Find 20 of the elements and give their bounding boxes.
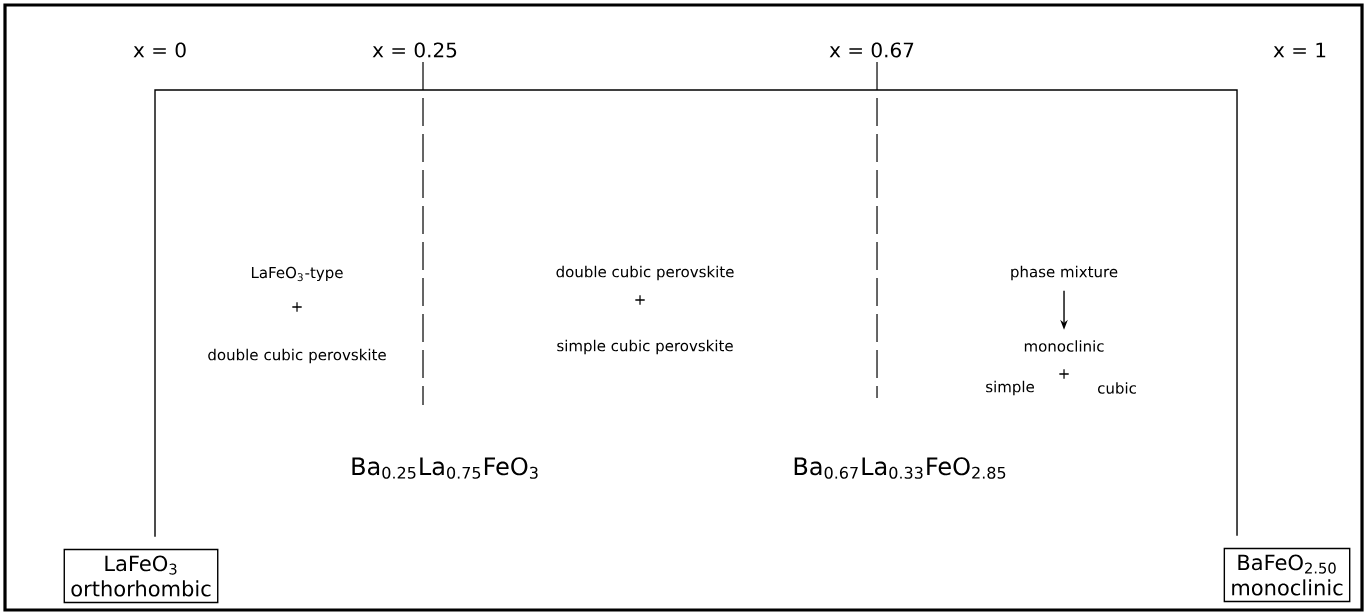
plus-sign: + <box>1059 369 1069 379</box>
phase-box: LaFeO$_{3}$ orthorhombic <box>63 548 219 604</box>
phase-label: double cubic perovskite <box>208 348 386 364</box>
plus-sign: + <box>635 295 645 305</box>
axis-label: x = 0.67 <box>829 42 914 58</box>
axis-label: x = 0.25 <box>372 42 457 58</box>
phase-label: cubic <box>1098 382 1136 394</box>
composition-label: Ba$_{0.67}$La$_{0.33}$FeO$_{2.85}$ <box>794 457 1006 479</box>
phase-box: BaFeO$_{2.50}$ monoclinic <box>1223 547 1351 603</box>
bracket-line <box>154 89 1238 538</box>
phase-label: simple cubic perovskite <box>557 339 733 355</box>
phase-label: LaFeO$_{3}$-type <box>252 266 343 282</box>
phase-label: simple <box>986 380 1034 396</box>
axis-label: x = 1 <box>1273 42 1326 58</box>
phase-label: double cubic perovskite <box>556 265 734 281</box>
plus-sign: + <box>292 302 302 312</box>
phase-text: monoclinic <box>1024 340 1104 352</box>
phase-text: phase mixture <box>1011 265 1118 281</box>
composition-label: Ba$_{0.25}$La$_{0.75}$FeO$_{3}$ <box>352 457 538 479</box>
axis-label: x = 0 <box>133 42 186 58</box>
